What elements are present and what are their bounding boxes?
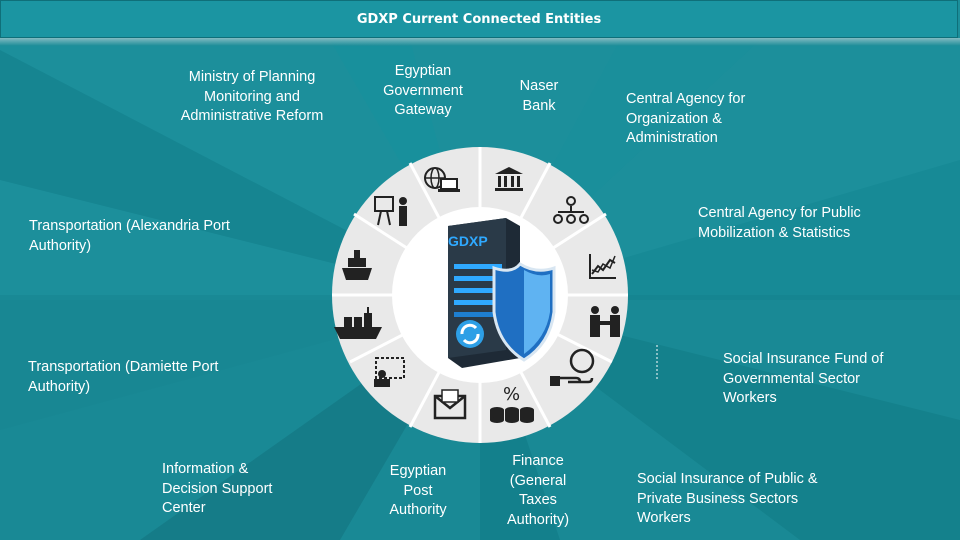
entity-post-authority: Egyptian Post Authority xyxy=(389,463,447,518)
entity-damiette-port: Transportation (Damiette Port Authority) xyxy=(28,359,219,395)
entity-egyptian-gateway: Egyptian Government Gateway xyxy=(383,63,463,118)
title-bar: GDXP Current Connected Entities xyxy=(0,0,958,38)
title-shadow xyxy=(0,38,960,46)
bank-icon xyxy=(495,167,523,191)
computer-user-icon xyxy=(374,357,405,387)
entity-central-agency-org: Central Agency for Organization & Admini… xyxy=(626,91,746,146)
entity-social-gov: Social Insurance Fund of Governmental Se… xyxy=(723,351,884,406)
percent-coins-icon: % xyxy=(490,384,534,423)
container-ship-icon xyxy=(334,307,382,339)
page-title: GDXP Current Connected Entities xyxy=(356,11,602,27)
statistics-chart-icon xyxy=(589,254,616,279)
entity-idsc: Information & Decision Support Center xyxy=(162,461,273,516)
gdxp-server-icon xyxy=(448,218,556,368)
mail-icon xyxy=(433,389,467,420)
entity-naser-bank: Naser Bank xyxy=(519,78,559,114)
entity-social-private: Social Insurance of Public & Private Bus… xyxy=(637,471,818,526)
org-chart-icon xyxy=(553,196,589,224)
globe-laptop-icon xyxy=(424,167,460,192)
money-hand-icon xyxy=(550,348,595,386)
cargo-ship-icon xyxy=(342,250,372,280)
entity-capmas: Central Agency for Public Mobilization &… xyxy=(698,205,861,241)
monitoring-icon xyxy=(374,196,407,226)
entity-alex-port: Transportation (Alexandria Port Authorit… xyxy=(29,218,230,254)
handshake-icon xyxy=(590,306,620,337)
entity-ministry-planning: Ministry of Planning Monitoring and Admi… xyxy=(180,69,324,124)
gdxp-hub-label: GDXP xyxy=(448,233,488,249)
entity-finance-taxes: Finance (General Taxes Authority) xyxy=(506,453,570,528)
svg-text:%: % xyxy=(503,384,520,405)
